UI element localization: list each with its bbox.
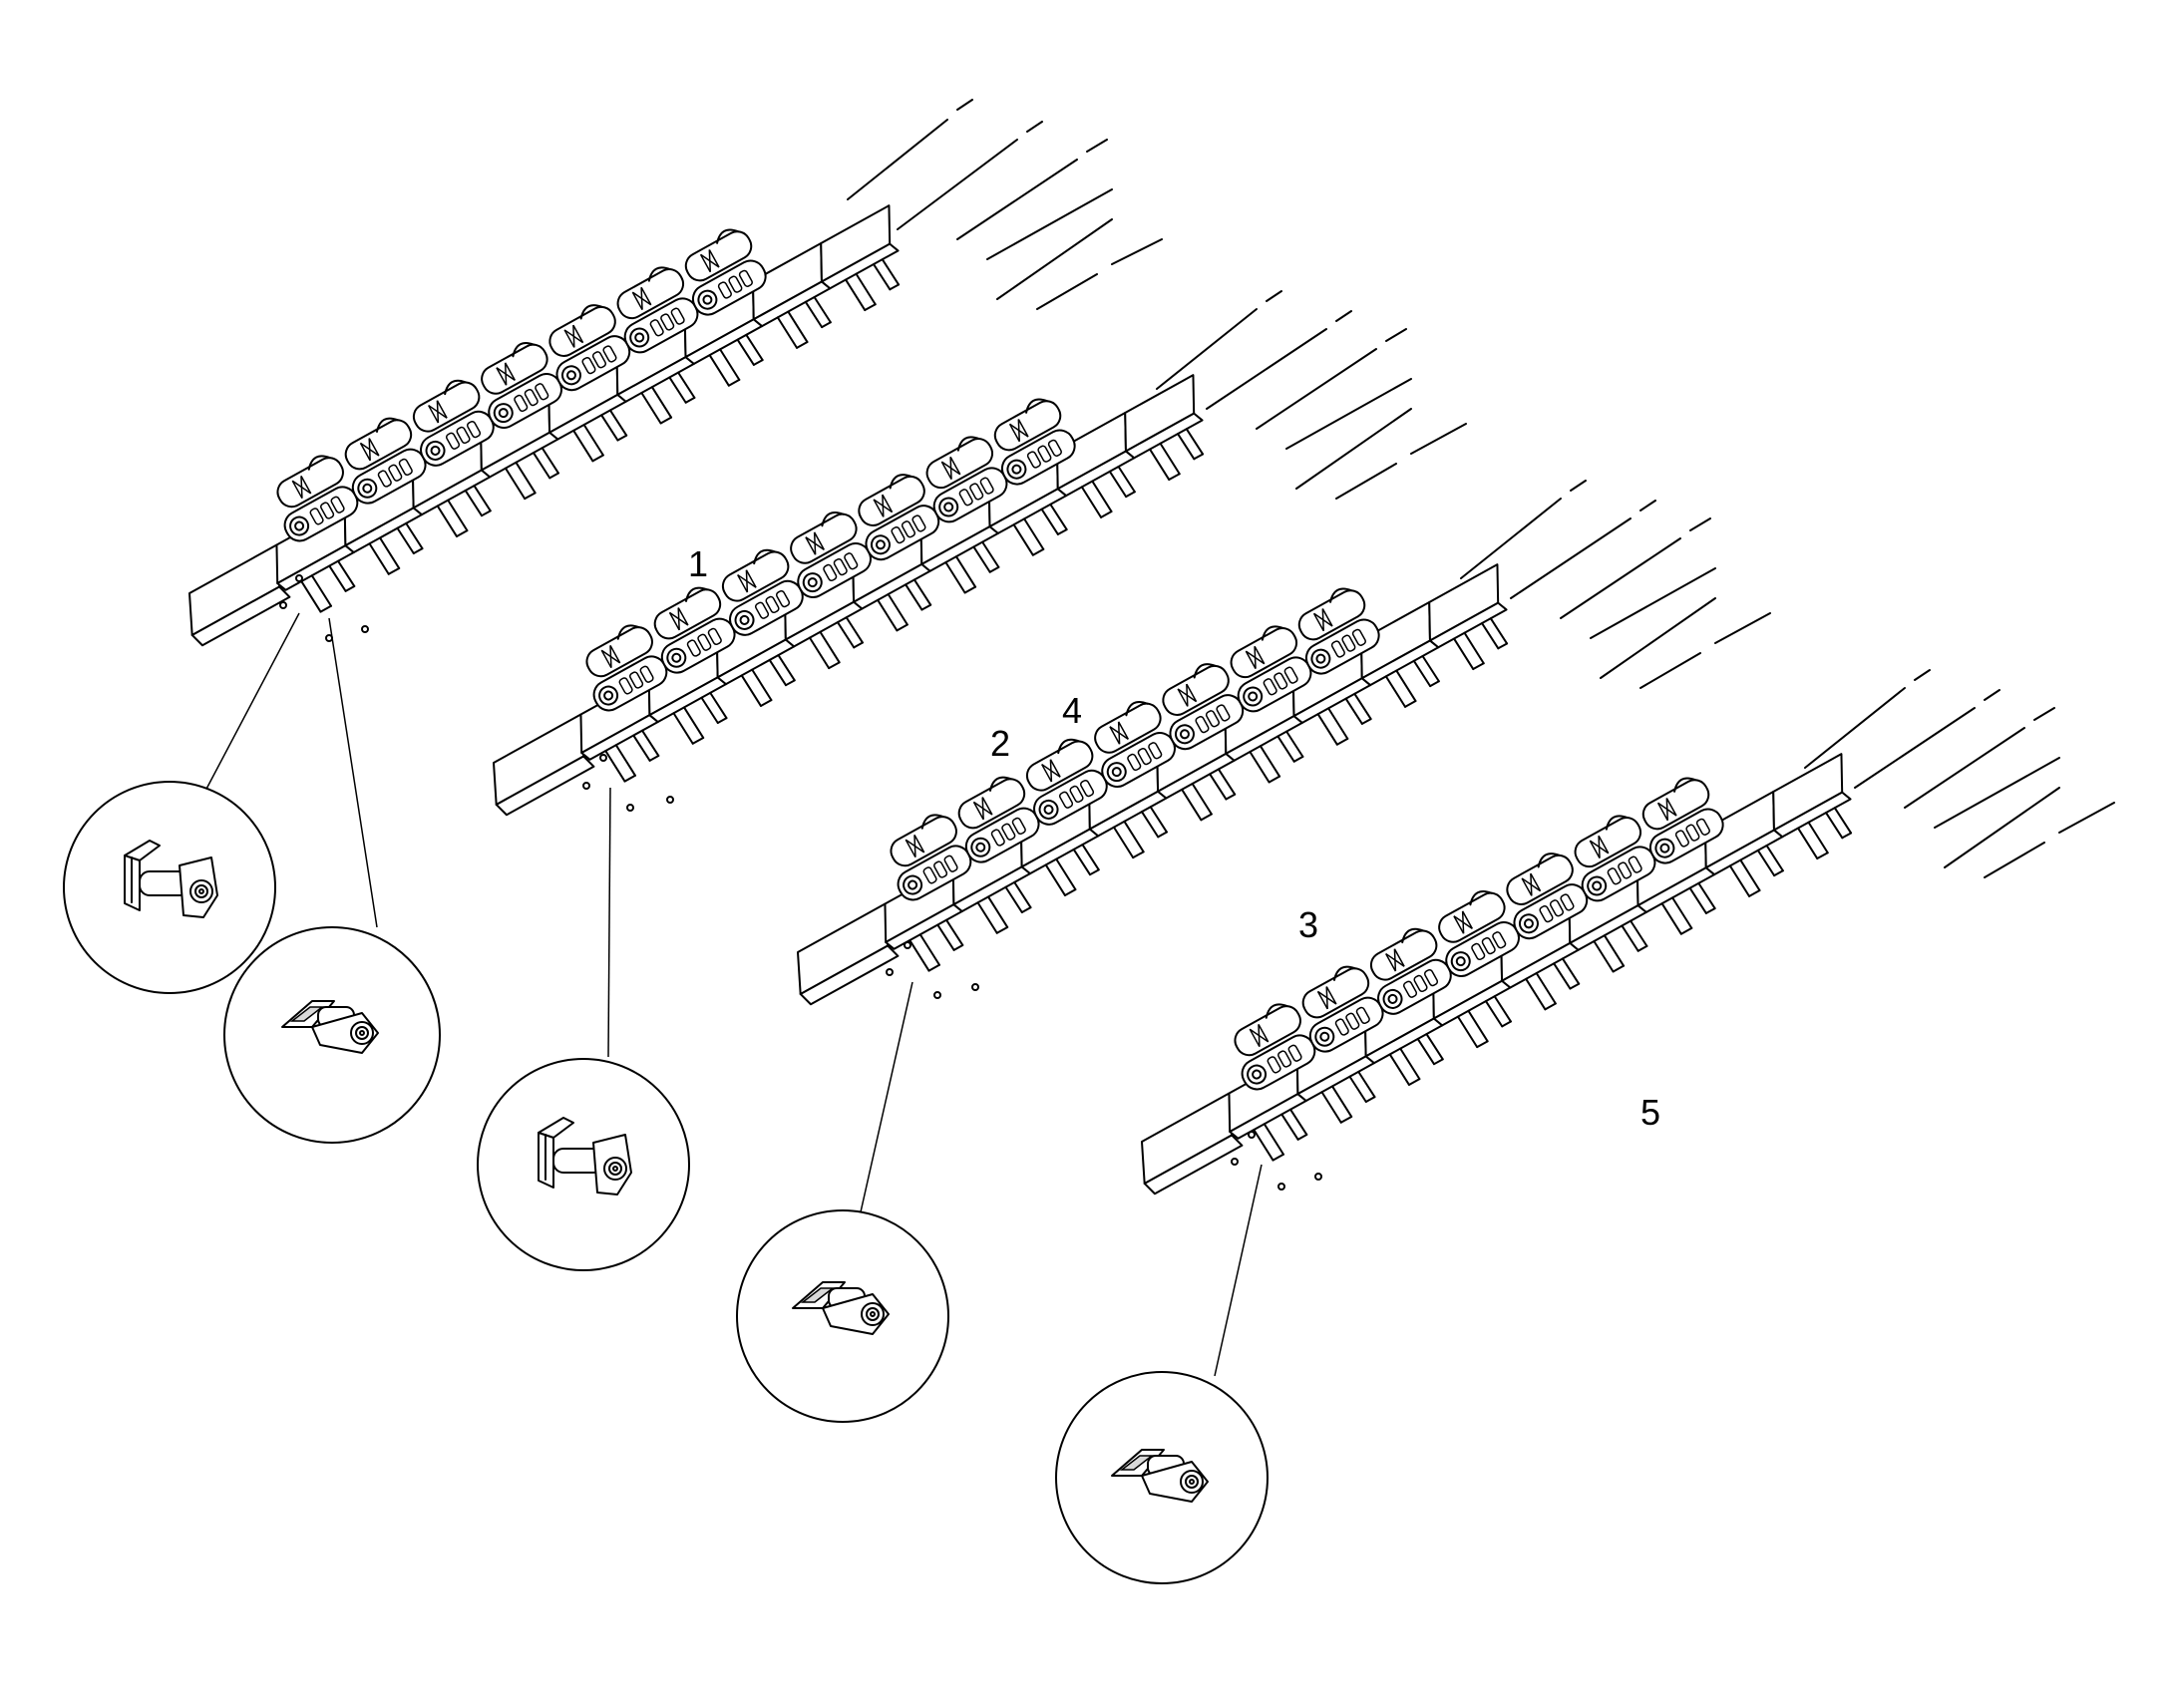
callout-label-1: 1: [688, 543, 708, 584]
bolt-detail-closed-shoe-3: [736, 1209, 949, 1423]
leader-line-2: [607, 787, 611, 1058]
bolt-detail-closed-shoe-1: [223, 926, 441, 1144]
continuation-lines-1: [847, 99, 1163, 310]
callout-label-5: 5: [1640, 1092, 1660, 1133]
track-shoes-5: [1141, 753, 1882, 1196]
track-links-2: [569, 391, 1083, 717]
continuation-lines-2: [1156, 290, 1467, 500]
track-links-5: [1218, 770, 1731, 1096]
continuation-lines-3: [1460, 480, 1771, 689]
track-assembly-5: 5: [1055, 669, 2115, 1584]
leader-line-1b: [328, 617, 378, 928]
bolt-detail-open-shoe-2: [477, 1058, 690, 1271]
track-assembly-3: 3: [736, 480, 1771, 1423]
callout-label-2: 2: [990, 723, 1010, 764]
bolt-holes-3: [886, 941, 979, 999]
track-assembly-2: 2 4: [477, 290, 1467, 1271]
track-shoes-1: [188, 204, 929, 647]
bolt-detail-open-shoe-1: [63, 781, 276, 994]
track-shoes-3: [797, 563, 1538, 1006]
leader-line-3: [859, 981, 913, 1217]
track-links-3: [874, 580, 1387, 906]
bolt-holes-2: [582, 754, 674, 812]
callout-label-4: 4: [1062, 690, 1082, 731]
bolt-holes-1: [279, 574, 369, 642]
leader-line-1a: [203, 612, 300, 794]
leader-line-5: [1214, 1164, 1263, 1377]
track-links-1: [260, 221, 774, 547]
callout-label-3: 3: [1298, 904, 1318, 945]
bolt-holes-5: [1231, 1131, 1322, 1191]
track-assembly-1: 1: [63, 99, 1163, 1144]
bolt-detail-flat-shoe-5: [1055, 1371, 1269, 1584]
continuation-lines-5: [1804, 669, 2115, 878]
track-shoes-2: [493, 374, 1234, 817]
